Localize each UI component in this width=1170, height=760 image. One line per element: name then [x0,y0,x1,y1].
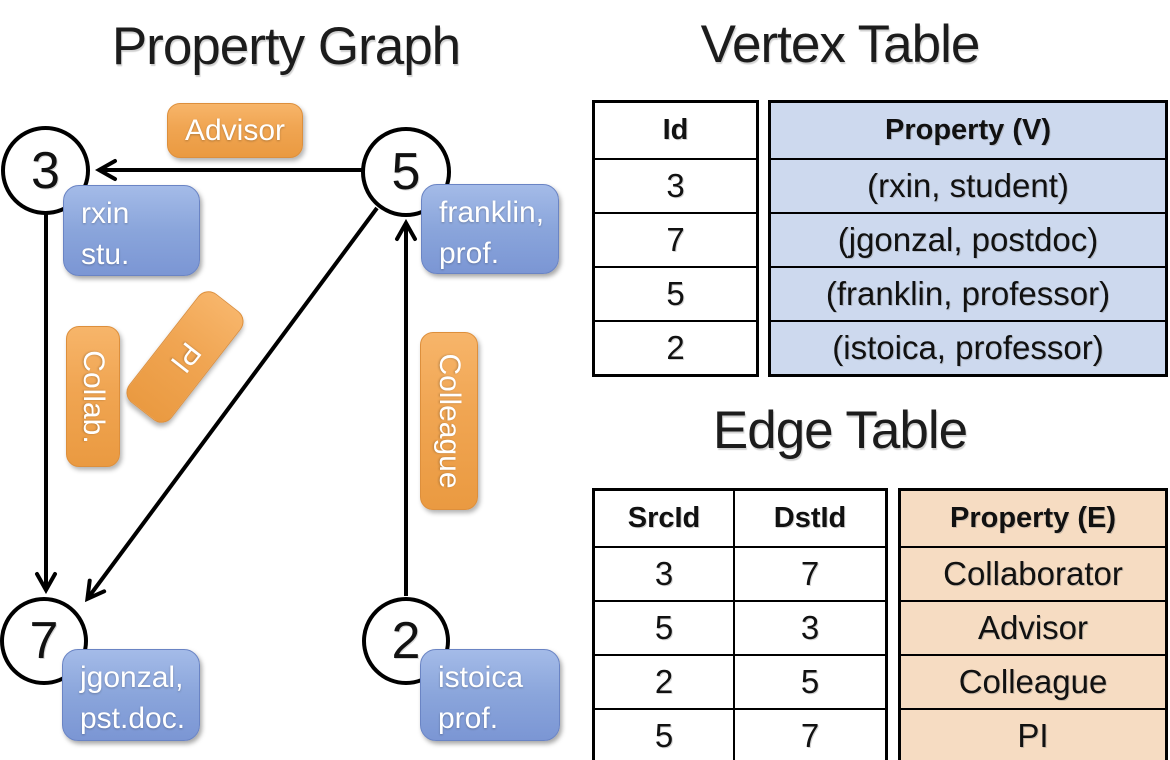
table-row: 3 [592,158,759,214]
edge-dstid-cell: 7 [733,708,888,760]
edge-label-text: Collab. [77,349,110,444]
vertex-id-cell: 3 [592,158,759,214]
table-row: 3 7 [592,546,888,602]
edge-label-text: PI [163,335,208,379]
vertex-property-box-5: franklin, prof. [421,184,559,274]
vertex-property-line: pst.doc. [80,702,186,735]
vertex-property-box-7: jgonzal, pst.doc. [62,649,200,741]
table-row: Colleague [898,654,1168,710]
edge-label-collab: Collab. [66,326,120,467]
edge-property-cell: Collaborator [898,546,1168,602]
table-row: 2 5 [592,654,888,710]
vertex-property-box-3: rxin stu. [63,185,200,276]
node-id-label: 3 [31,141,60,200]
table-header-row: Property (E) [898,488,1168,548]
table-header-row: Id [592,100,759,160]
vertex-property-cell: (franklin, professor) [768,266,1168,322]
graph-node-5: 5 [361,127,451,217]
vertex-property-line: stu. [81,238,130,271]
table-row: (istoica, professor) [768,320,1168,377]
edge-property-cell: Colleague [898,654,1168,710]
edge-property-cell: Advisor [898,600,1168,656]
table-row: Advisor [898,600,1168,656]
vertex-property-box-2: istoica prof. [420,649,560,741]
vertex-id-cell: 7 [592,212,759,268]
table-row: (franklin, professor) [768,266,1168,322]
edge-srcid-cell: 5 [592,708,735,760]
edge-label-text: Colleague [433,353,466,489]
table-row: 5 3 [592,600,888,656]
edge-label-text: Advisor [184,113,286,147]
table-row: Collaborator [898,546,1168,602]
table-row: PI [898,708,1168,760]
vertex-property-cell: (istoica, professor) [768,320,1168,377]
table-row: 7 [592,212,759,268]
node-id-label: 7 [29,612,59,670]
node-id-label: 2 [391,612,421,670]
vertex-table-id-column: Id 3 7 5 2 [592,100,759,377]
table-row: 5 7 [592,708,888,760]
vertex-table-title: Vertex Table [700,15,981,74]
edge-srcid-header: SrcId [592,488,735,548]
table-row: (rxin, student) [768,158,1168,214]
edge-dstid-cell: 7 [733,546,888,602]
vertex-property-line: prof. [438,702,499,735]
vertex-id-cell: 2 [592,320,759,377]
vertex-property-line: jgonzal, [80,661,184,694]
table-row: 2 [592,320,759,377]
edge-srcid-cell: 5 [592,600,735,656]
edge-table-property-column: Property (E) Collaborator Advisor Collea… [898,488,1168,760]
edge-label-colleague: Colleague [420,332,478,510]
table-header-row: Property (V) [768,100,1168,160]
edge-dstid-cell: 3 [733,600,888,656]
vertex-property-line: prof. [439,237,500,270]
table-row: (jgonzal, postdoc) [768,212,1168,268]
edge-label-advisor: Advisor [167,103,303,158]
vertex-id-cell: 5 [592,266,759,322]
table-row: 5 [592,266,759,322]
vertex-property-cell: (rxin, student) [768,158,1168,214]
vertex-property-line: franklin, [439,196,545,229]
edge-pi-5-to-7 [88,206,379,598]
node-id-label: 5 [391,143,421,201]
vertex-property-line: rxin [81,197,130,230]
vertex-property-cell: (jgonzal, postdoc) [768,212,1168,268]
graph-node-2: 2 [362,597,450,685]
edge-srcid-cell: 2 [592,654,735,710]
graph-edges-layer [0,0,580,760]
edge-property-header: Property (E) [898,488,1168,548]
edge-dstid-cell: 5 [733,654,888,710]
vertex-property-line: istoica [438,661,524,694]
edge-dstid-header: DstId [733,488,888,548]
vertex-property-header: Property (V) [768,100,1168,160]
table-header-row: SrcId DstId [592,488,888,548]
edge-table-title: Edge Table [712,401,968,460]
edge-property-cell: PI [898,708,1168,760]
edge-srcid-cell: 3 [592,546,735,602]
edge-table-id-columns: SrcId DstId 3 7 5 3 2 5 5 7 [592,488,888,760]
vertex-id-header: Id [592,100,759,160]
property-graph-title: Property Graph [111,17,461,76]
vertex-table-property-column: Property (V) (rxin, student) (jgonzal, p… [768,100,1168,377]
